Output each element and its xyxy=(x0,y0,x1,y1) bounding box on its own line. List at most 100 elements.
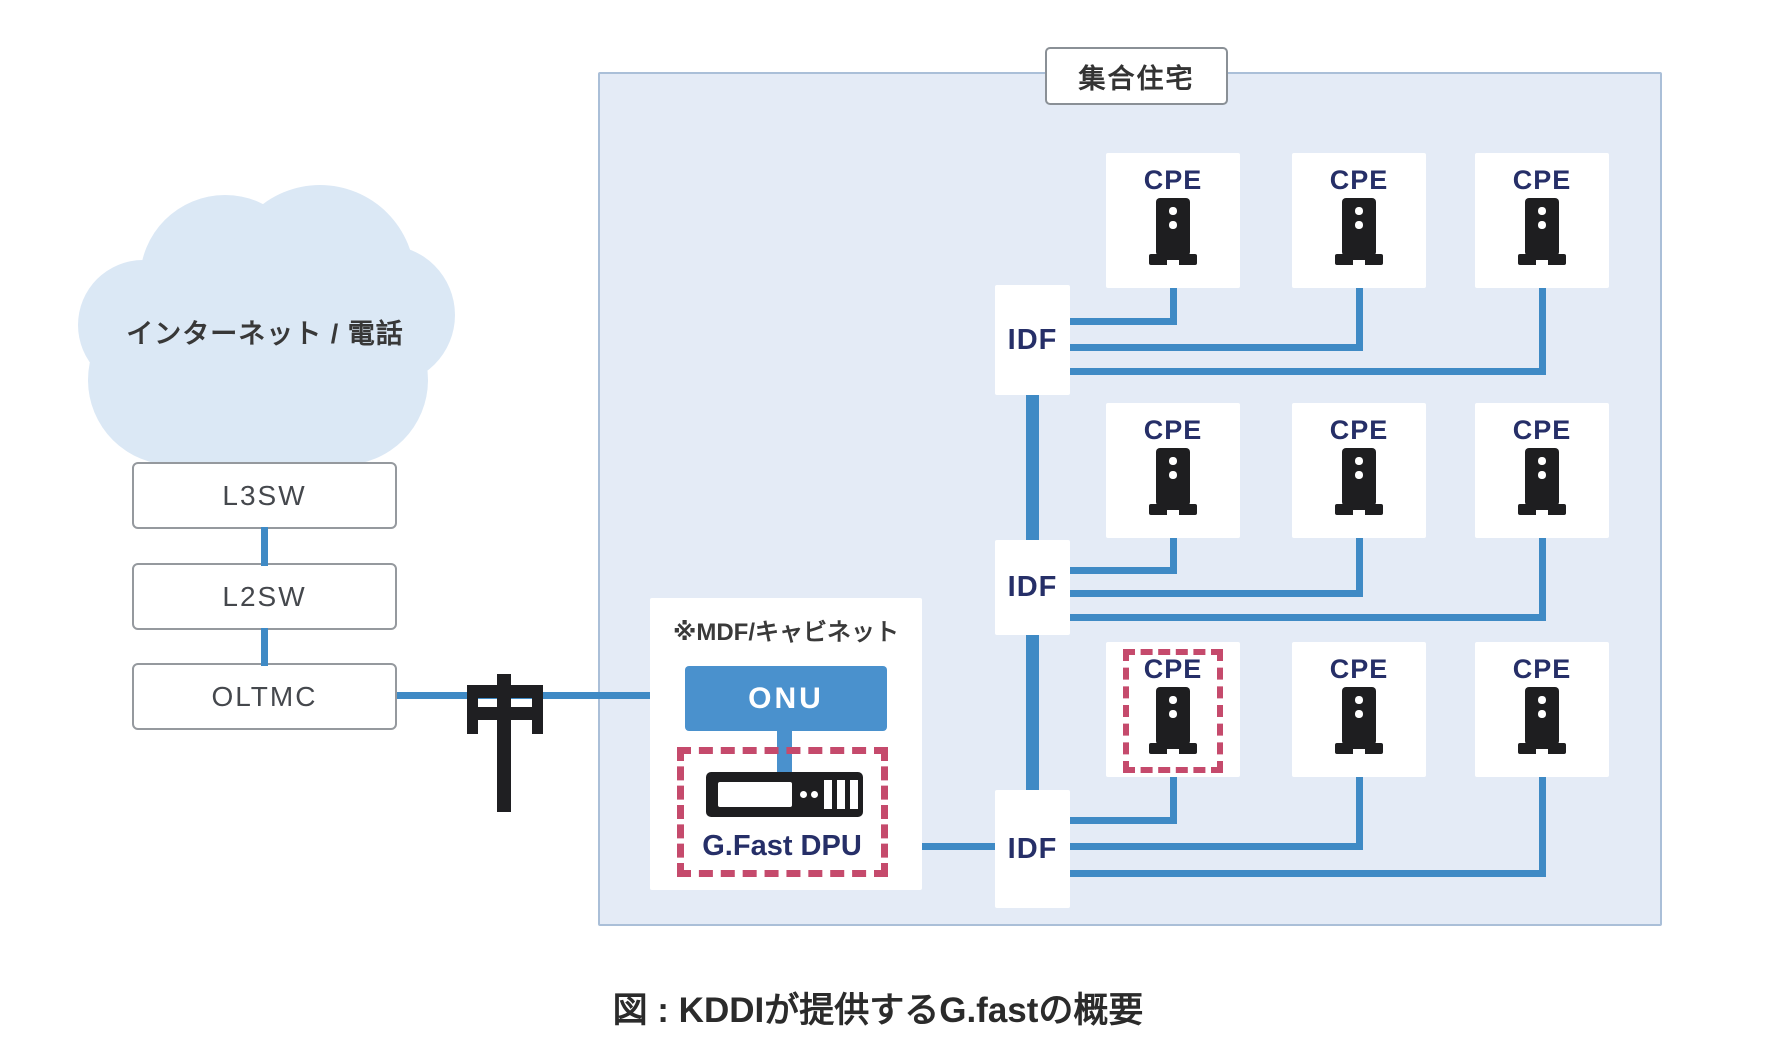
drop-idf2-cpe3-h xyxy=(1070,614,1546,621)
pole-crossarm xyxy=(467,707,543,720)
cpe-stand-notch xyxy=(1167,260,1179,265)
building-label-box: 集合住宅 xyxy=(1045,47,1228,105)
pole-hook xyxy=(532,685,543,712)
cpe-led xyxy=(1538,710,1546,718)
drop-idf2-cpe3-v xyxy=(1539,538,1546,621)
cpe-device-icon xyxy=(1518,687,1566,759)
cpe-stand-notch xyxy=(1167,510,1179,515)
drop-idf1-cpe3-h xyxy=(1070,368,1546,375)
link-l3sw-l2sw xyxy=(261,527,268,566)
cpe-stand-notch xyxy=(1536,510,1548,515)
node-oltmc-label: OLTMC xyxy=(211,680,318,712)
cpe-stand-notch xyxy=(1167,749,1179,754)
cpe-led xyxy=(1355,207,1363,215)
drop-idf2-cpe1-h xyxy=(1070,567,1177,574)
drop-idf2-cpe2-h xyxy=(1070,590,1363,597)
cpe-stand-notch xyxy=(1536,260,1548,265)
cpe-label: CPE xyxy=(1143,654,1203,684)
cpe-body xyxy=(1525,198,1559,256)
dpu-port xyxy=(850,780,858,809)
dpu-led xyxy=(811,791,818,798)
node-l2sw: L2SW xyxy=(132,563,397,630)
node-oltmc: OLTMC xyxy=(132,663,397,730)
cpe-body xyxy=(1156,687,1190,745)
cpe-device-icon xyxy=(1335,448,1383,520)
cpe-stand xyxy=(1149,254,1197,265)
drop-idf3-cpe3-h xyxy=(1070,870,1546,877)
cpe-stand-notch xyxy=(1353,260,1365,265)
idf-node-1: IDF xyxy=(995,285,1070,395)
dpu-screen xyxy=(718,782,792,807)
idf2-label: IDF xyxy=(1007,571,1058,603)
cpe-led xyxy=(1538,457,1546,465)
idf1-label: IDF xyxy=(1007,323,1058,356)
cpe-stand xyxy=(1149,504,1197,515)
cpe-label: CPE xyxy=(1329,165,1389,195)
cpe-led xyxy=(1355,221,1363,229)
cpe-device-icon xyxy=(1335,198,1383,270)
cpe-node-r2c3: CPE xyxy=(1475,403,1609,538)
cpe-node-r1c2: CPE xyxy=(1292,153,1426,288)
link-l2sw-oltmc xyxy=(261,628,268,666)
dpu-highlight-dashed-border xyxy=(677,747,888,877)
mdf-cabinet-box: ※MDF/キャビネット ONU G.Fast DPU xyxy=(650,598,922,890)
cpe-device-icon xyxy=(1335,687,1383,759)
cpe-stand xyxy=(1335,743,1383,754)
cpe-body xyxy=(1342,448,1376,506)
cpe-led xyxy=(1169,457,1177,465)
cpe-stand xyxy=(1518,254,1566,265)
cpe-label: CPE xyxy=(1329,415,1389,445)
cpe-stand xyxy=(1335,254,1383,265)
cpe-label: CPE xyxy=(1329,654,1389,684)
drop-idf2-cpe1-v xyxy=(1170,538,1177,574)
cpe-node-r1c1: CPE xyxy=(1106,153,1240,288)
link-onu-dpu xyxy=(777,731,792,777)
drop-idf1-cpe1-h xyxy=(1070,318,1177,325)
cpe-body xyxy=(1525,687,1559,745)
cpe-label: CPE xyxy=(1512,654,1572,684)
drop-idf3-cpe1-h xyxy=(1070,817,1177,824)
drop-idf3-cpe2-v xyxy=(1356,777,1363,850)
dpu-port xyxy=(837,780,845,809)
cpe-led xyxy=(1169,471,1177,479)
riser-idf1-idf2 xyxy=(1026,395,1039,540)
cloud-base xyxy=(88,295,428,465)
cpe-led xyxy=(1538,696,1546,704)
cpe-body xyxy=(1342,687,1376,745)
cpe-led xyxy=(1169,207,1177,215)
pole-hook xyxy=(532,707,543,734)
cpe-led xyxy=(1355,696,1363,704)
pole-hook xyxy=(467,685,478,712)
idf-node-2: IDF xyxy=(995,540,1070,635)
drop-idf2-cpe2-v xyxy=(1356,538,1363,597)
cpe-stand-notch xyxy=(1536,749,1548,754)
riser-idf2-idf3 xyxy=(1026,635,1039,790)
cpe-body xyxy=(1525,448,1559,506)
idf3-label: IDF xyxy=(1007,832,1058,865)
cpe-device-icon xyxy=(1149,198,1197,270)
cpe-label: CPE xyxy=(1143,165,1203,195)
drop-idf3-cpe1-v xyxy=(1170,777,1177,824)
cpe-device-icon xyxy=(1518,198,1566,270)
cpe-led xyxy=(1169,696,1177,704)
cpe-body xyxy=(1156,448,1190,506)
cpe-led xyxy=(1355,471,1363,479)
cloud-label: インターネット / 電話 xyxy=(126,319,404,349)
drop-idf1-cpe2-h xyxy=(1070,344,1363,351)
cpe-led xyxy=(1169,710,1177,718)
drop-idf1-cpe2-v xyxy=(1356,288,1363,351)
cpe-led xyxy=(1355,710,1363,718)
cpe-body xyxy=(1156,198,1190,256)
cpe-node-r3c1-highlighted: CPE xyxy=(1106,642,1240,777)
cpe-led xyxy=(1538,471,1546,479)
drop-idf1-cpe1-v xyxy=(1170,288,1177,325)
idf-node-3: IDF xyxy=(995,790,1070,908)
cpe-highlight-dashed-border xyxy=(1123,649,1223,773)
cpe-led xyxy=(1538,221,1546,229)
dpu-device-icon xyxy=(706,772,863,817)
cpe-stand xyxy=(1149,743,1197,754)
cpe-stand xyxy=(1518,504,1566,515)
onu-label: ONU xyxy=(748,681,824,715)
mdf-label: ※MDF/キャビネット xyxy=(673,619,899,646)
